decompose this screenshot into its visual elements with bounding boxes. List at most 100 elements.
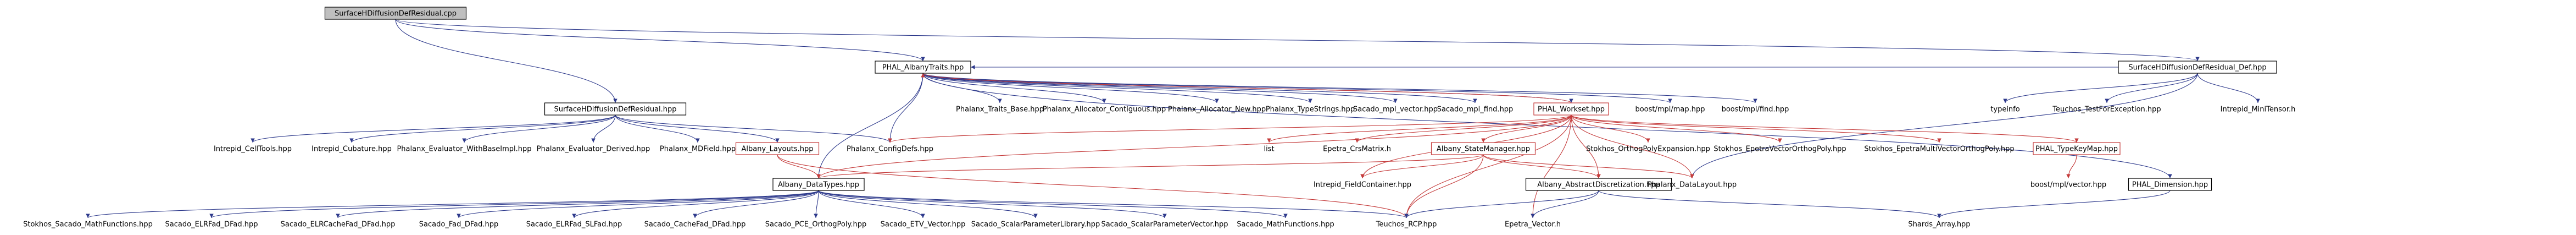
edge-albany-layouts-to-teuchos-rcp (777, 154, 1409, 218)
node-label: Intrepid_FieldContainer.hpp (1314, 181, 1411, 189)
edge-surf-hpp-to-phx-configdefs (615, 114, 892, 143)
graph-node-stok-sacado-math: Stokhos_Sacado_MathFunctions.hpp (23, 221, 153, 229)
node-label: Sacado_ETV_Vector.hpp (881, 221, 966, 229)
graph-node-phx-typestrings: Phalanx_TypeStrings.hpp (1266, 106, 1355, 114)
node-label: Sacado_Fad_DFad.hpp (419, 221, 498, 229)
edge-phal-workset-to-stok-ortho (1571, 114, 1650, 143)
node-label: PHAL_Workset.hpp (1538, 106, 1605, 114)
graph-node-phx-eval-derived: Phalanx_Evaluator_Derived.hpp (537, 145, 650, 154)
node-label: Phalanx_Evaluator_Derived.hpp (537, 145, 650, 154)
edge-surf-def-hpp-to-typeinfo (2003, 73, 2198, 103)
node-box (544, 102, 687, 116)
graph-node-stok-epetra-vec: Stokhos_EpetraVectorOrthogPoly.hpp (1713, 145, 1846, 154)
edge-surf-hpp-to-albany-layouts (615, 114, 780, 143)
node-label: SurfaceHDiffusionDefResidual_Def.hpp (2128, 64, 2266, 72)
graph-node-root[interactable]: SurfaceHDiffusionDefResidual.cpp (324, 7, 467, 20)
edge-albany-statemgr-to-albany-datatypes (816, 154, 1484, 179)
edge-surf-def-hpp-to-phx-datalayout (1690, 73, 2198, 179)
edge-albany-datatypes-to-sacado-elrcachefad-dfad (336, 190, 819, 218)
graph-node-boost-mpl-find: boost/mpl/find.hpp (1722, 106, 1789, 114)
node-label: Epetra_Vector.h (1505, 221, 1561, 229)
node-label: Sacado_ELRCacheFad_DFad.hpp (281, 221, 396, 229)
edge-surf-def-hpp-to-teuchos-test (2105, 73, 2198, 103)
node-box (1431, 142, 1536, 155)
edge-phal-workset-to-epetra-vector (1531, 114, 1572, 218)
graph-node-intrepid-celltools: Intrepid_CellTools.hpp (214, 145, 292, 154)
node-box (2118, 61, 2277, 74)
graph-node-phx-alloc-contig: Phalanx_Allocator_Contiguous.hpp (1043, 106, 1166, 114)
edge-surf-hpp-to-phx-eval-derived (591, 114, 616, 143)
edge-albany-datatypes-to-sacado-scalar-vec (818, 190, 1167, 218)
edge-phal-workset-to-albany-statemgr (1481, 114, 1572, 143)
edge-phal-albany-to-boost-mpl-map (922, 73, 1672, 103)
node-label: Sacado_MathFunctions.hpp (1237, 221, 1334, 229)
edge-root-to-surf-hpp (395, 19, 617, 103)
node-box (735, 142, 820, 155)
graph-node-stok-epetra-mv: Stokhos_EpetraMultiVectorOrthogPoly.hpp (1864, 145, 2014, 154)
edge-phal-workset-to-epetra-crsmatrix (1355, 114, 1572, 143)
edge-albany-datatypes-to-sacado-elrfad-slfad (572, 190, 819, 218)
node-label: Sacado_ELRFad_SLFad.hpp (526, 221, 622, 229)
edge-phal-albany-to-phx-typestrings (922, 73, 1312, 103)
node-label: Sacado_ScalarParameterLibrary.hpp (971, 221, 1100, 229)
graph-node-boost-mpl-vector: boost/mpl/vector.hpp (2030, 181, 2106, 189)
graph-node-intrepid-fieldcont: Intrepid_FieldContainer.hpp (1314, 181, 1411, 189)
graph-node-albany-layouts[interactable]: Albany_Layouts.hpp (735, 142, 820, 155)
edge-albany-statemgr-to-teuchos-rcp (1404, 154, 1484, 218)
edge-phal-albany-to-phx-alloc-new (922, 73, 1219, 103)
node-box (2033, 142, 2121, 155)
graph-node-albany-datatypes[interactable]: Albany_DataTypes.hpp (772, 178, 865, 191)
graph-node-stok-ortho: Stokhos_OrthogPolyExpansion.hpp (1586, 145, 1710, 154)
edge-phal-workset-to-phal-albany (921, 73, 1572, 103)
node-label: Intrepid_CellTools.hpp (214, 145, 292, 154)
graph-node-albany-abstract[interactable]: Albany_AbstractDiscretization.hpp (1525, 178, 1672, 191)
node-label: boost/mpl/find.hpp (1722, 106, 1789, 114)
graph-node-phal-typekeymap[interactable]: PHAL_TypeKeyMap.hpp (2033, 142, 2121, 155)
node-label: Intrepid_Cubature.hpp (311, 145, 392, 154)
graph-node-sacado-elrfad-dfad: Sacado_ELRFad_DFad.hpp (165, 221, 258, 229)
edge-phal-workset-to-phx-configdefs (888, 114, 1572, 143)
graph-node-typeinfo: typeinfo (1990, 106, 2019, 114)
graph-node-phx-traits: Phalanx_Traits_Base.hpp (956, 106, 1044, 114)
edge-phal-albany-to-sacado-mpl-vector (922, 73, 1398, 103)
graph-node-teuchos-rcp: Teuchos_RCP.hpp (1376, 221, 1437, 229)
graph-node-sacado-pce: Sacado_PCE_OrthogPoly.hpp (765, 221, 866, 229)
edge-phal-workset-to-albany-datatypes (816, 114, 1572, 179)
node-box (1533, 102, 1609, 116)
graph-node-phal-dimension[interactable]: PHAL_Dimension.hpp (2128, 178, 2212, 191)
graph-node-sacado-scalar-lib: Sacado_ScalarParameterLibrary.hpp (971, 221, 1100, 229)
edge-phal-workset-to-phal-typekeymap (1571, 114, 2079, 143)
edge-albany-datatypes-to-sacado-pce (814, 190, 819, 218)
graph-node-phal-albany[interactable]: PHAL_AlbanyTraits.hpp (875, 61, 971, 74)
graph-node-surf-def-hpp[interactable]: SurfaceHDiffusionDefResidual_Def.hpp (2118, 61, 2277, 74)
edge-albany-datatypes-to-sacado-etv (818, 190, 925, 218)
edge-albany-statemgr-to-albany-abstract (1483, 154, 1601, 179)
node-label: Sacado_ScalarParameterVector.hpp (1101, 221, 1228, 229)
graph-node-sacado-elrfad-slfad: Sacado_ELRFad_SLFad.hpp (526, 221, 622, 229)
graph-node-albany-statemgr[interactable]: Albany_StateManager.hpp (1431, 142, 1536, 155)
node-label: Stokhos_EpetraMultiVectorOrthogPoly.hpp (1864, 145, 2014, 154)
node-label: list (1264, 145, 1274, 154)
node-label: Phalanx_Allocator_New.hpp (1168, 106, 1266, 114)
graph-node-phx-alloc-new: Phalanx_Allocator_New.hpp (1168, 106, 1266, 114)
node-label: Phalanx_Allocator_Contiguous.hpp (1043, 106, 1166, 114)
graph-node-sacado-elrcachefad-dfad: Sacado_ELRCacheFad_DFad.hpp (281, 221, 396, 229)
edge-albany-statemgr-to-phx-datalayout (1483, 154, 1694, 179)
node-label: Albany_Layouts.hpp (742, 145, 814, 154)
edge-albany-datatypes-to-sacado-elrfad-dfad (209, 190, 819, 218)
node-label: Sacado_PCE_OrthogPoly.hpp (765, 221, 866, 229)
node-label: PHAL_Dimension.hpp (2132, 181, 2208, 189)
graph-node-phx-configdefs: Phalanx_ConfigDefs.hpp (847, 145, 933, 154)
graph-node-phal-workset[interactable]: PHAL_Workset.hpp (1533, 102, 1609, 116)
node-label: boost/mpl/map.hpp (1635, 106, 1705, 114)
graph-node-surf-hpp[interactable]: SurfaceHDiffusionDefResidual.hpp (544, 102, 687, 116)
edge-phal-dimension-to-shards-array (1937, 190, 2171, 218)
edge-phal-typekeymap-to-boost-mpl-vector (2066, 154, 2077, 179)
edge-albany-datatypes-to-teuchos-rcp (818, 190, 1409, 218)
edge-albany-abstract-to-shards-array (1598, 190, 1941, 218)
edge-albany-datatypes-to-sacado-cachefad-dfad (693, 190, 819, 218)
node-label: Stokhos_Sacado_MathFunctions.hpp (23, 221, 153, 229)
edge-phal-workset-to-stok-epetra-mv (1571, 114, 1941, 143)
node-label: Sacado_CacheFad_DFad.hpp (644, 221, 746, 229)
edge-surf-def-hpp-to-intrepid-mintensor (2197, 73, 2260, 103)
